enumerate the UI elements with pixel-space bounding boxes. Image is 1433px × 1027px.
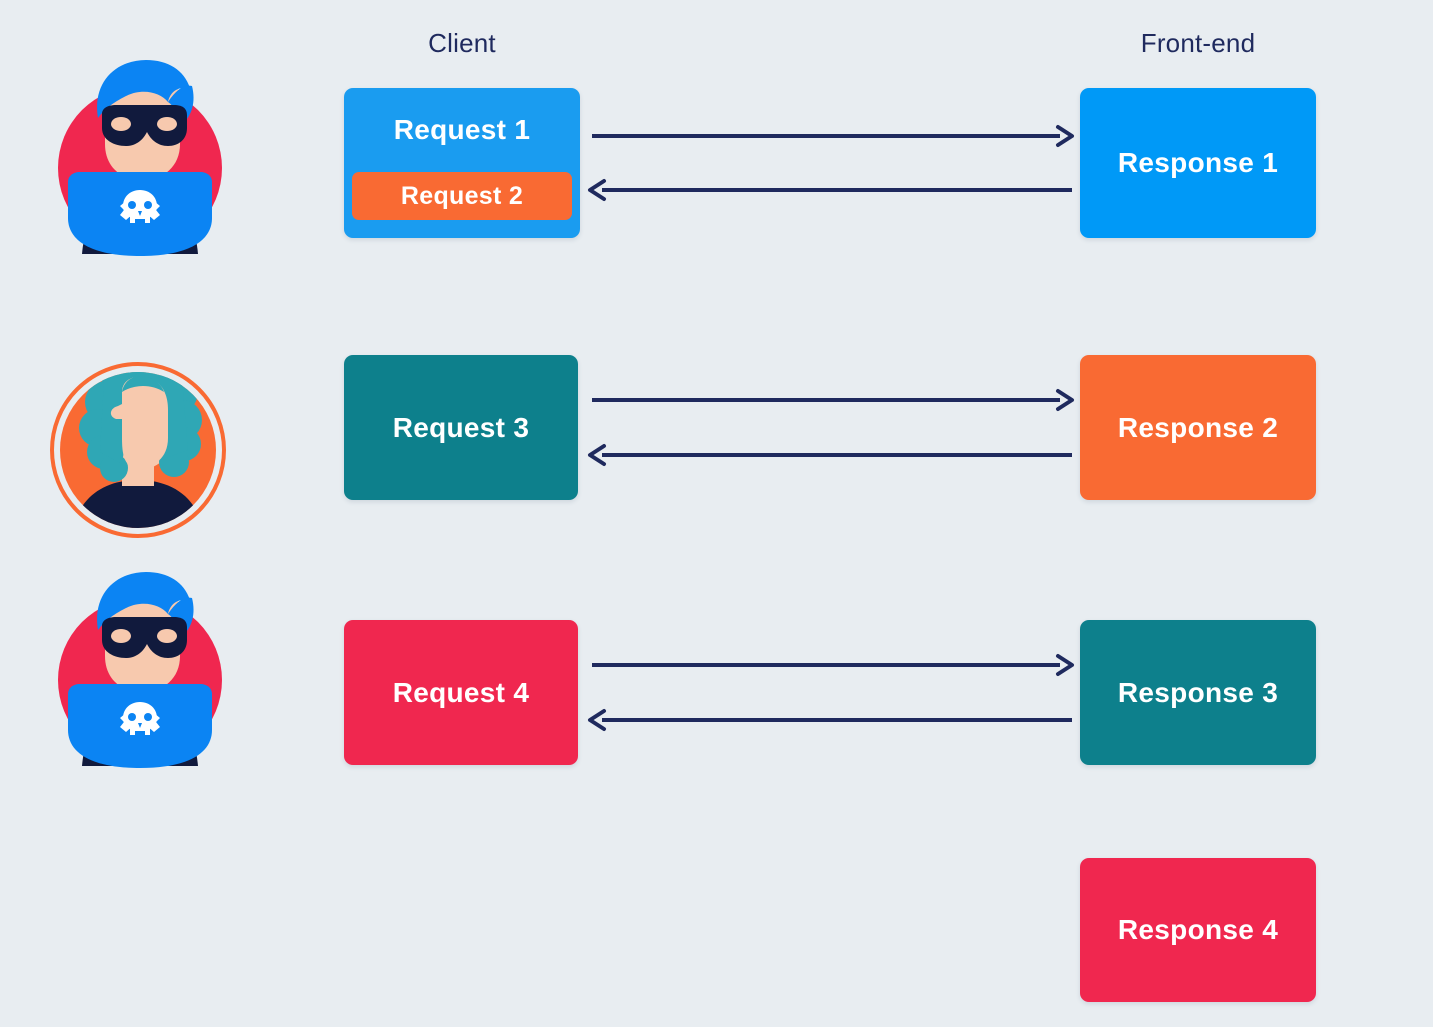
skull-crossbones-icon <box>120 702 160 735</box>
arrow-request-3-to-frontend <box>592 389 1074 411</box>
request-3-box[interactable]: Request 3 <box>344 355 578 500</box>
request-4-box[interactable]: Request 4 <box>344 620 578 765</box>
arrow-request-4-to-frontend <box>592 654 1074 676</box>
column-header-client: Client <box>428 28 496 58</box>
arrow-request-1-to-frontend <box>592 125 1074 147</box>
response-2-box[interactable]: Response 2 <box>1080 355 1316 500</box>
skull-crossbones-icon <box>120 190 160 223</box>
user-avatar-graphic <box>50 362 226 538</box>
hacker-avatar <box>50 58 230 258</box>
response-3-box[interactable]: Response 3 <box>1080 620 1316 765</box>
response-4-box[interactable]: Response 4 <box>1080 858 1316 1002</box>
column-header-frontend: Front-end <box>1140 28 1256 58</box>
response-1-box[interactable]: Response 1 <box>1080 88 1316 238</box>
arrow-response-3-to-client <box>588 709 1072 731</box>
hacker-avatar-graphic <box>58 60 222 256</box>
arrow-response-1-to-client <box>588 179 1072 201</box>
arrow-response-2-to-client <box>588 444 1072 466</box>
request-1-label: Request 1 <box>393 114 531 145</box>
request-1-box[interactable]: Request 1 Request 2 <box>344 88 580 238</box>
hacker-avatar-graphic <box>58 572 222 768</box>
hacker-avatar <box>50 570 230 770</box>
user-avatar <box>48 340 228 540</box>
request-2-box[interactable]: Request 2 <box>352 172 572 220</box>
